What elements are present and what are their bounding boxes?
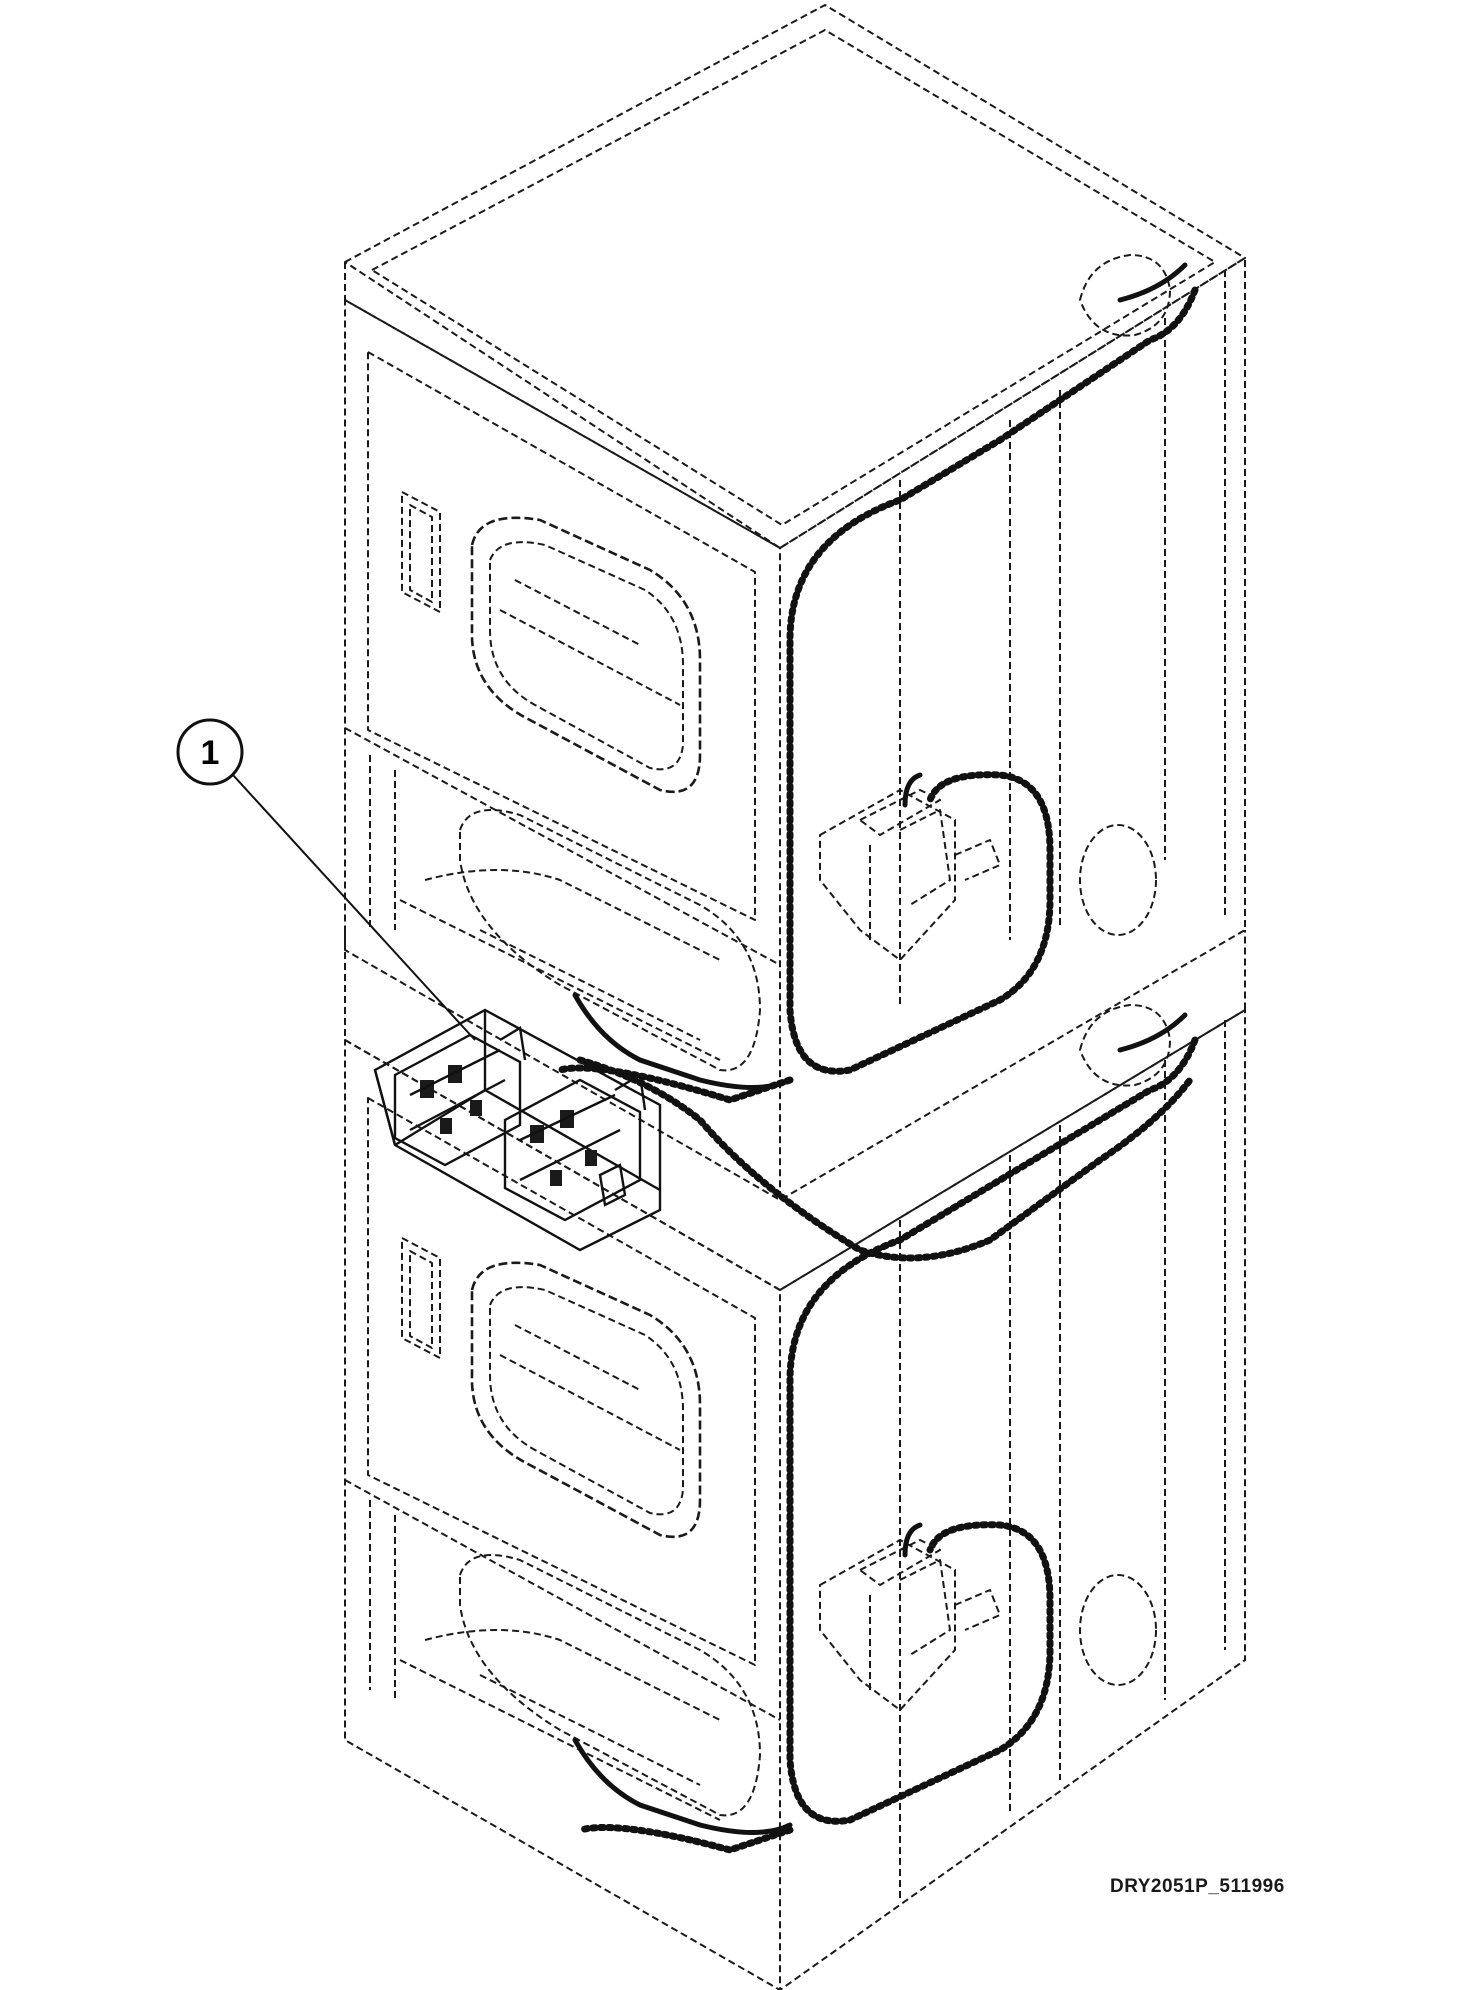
lower-wiring-harness <box>786 1036 1199 1825</box>
callout-leader-line <box>232 774 476 1041</box>
lower-dryer-side <box>779 1009 1246 1990</box>
callout-number: 1 <box>201 734 220 772</box>
upper-side-actuator <box>819 772 1001 961</box>
lower-dryer <box>344 930 1246 1990</box>
lower-door <box>470 1261 702 1539</box>
callout-circle <box>176 718 244 786</box>
upper-dryer-side <box>779 257 1246 1201</box>
upper-dryer <box>344 4 1246 1201</box>
upper-top-switch <box>1079 254 1171 337</box>
upper-control-panel <box>401 491 441 613</box>
upper-dryer-front <box>344 299 781 1201</box>
upper-wiring-harness <box>786 286 1199 1075</box>
upper-dryer-top <box>344 4 1246 549</box>
callout-1: 1 <box>176 718 476 1041</box>
lower-power-cord <box>572 1737 793 1835</box>
upper-power-cord <box>572 992 793 1090</box>
lower-drum-shape <box>459 1554 761 1817</box>
control-board-right <box>503 1078 642 1222</box>
upper-door <box>470 516 702 794</box>
upper-drum-shape <box>459 809 761 1072</box>
lower-control-panel <box>401 1237 441 1359</box>
lower-dryer-front <box>344 1039 781 1990</box>
control-box-assembly <box>373 1008 662 1252</box>
lower-side-actuator <box>819 1522 1001 1711</box>
lower-top-switch <box>1079 1004 1171 1087</box>
figure-identifier: DRY2051P_511996 <box>1110 1876 1285 1897</box>
